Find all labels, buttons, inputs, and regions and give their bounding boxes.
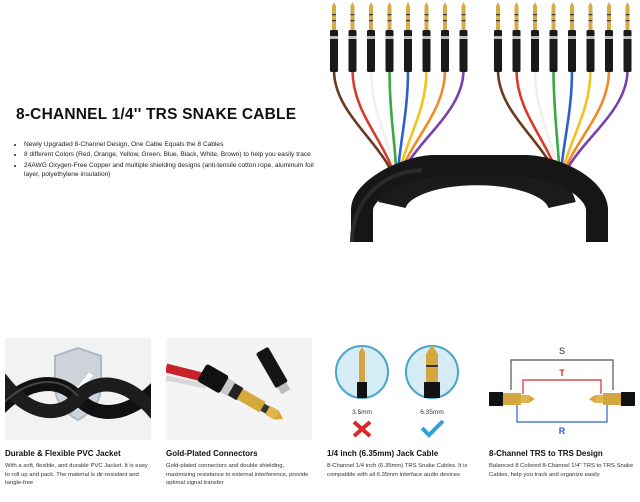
trs-connector: [367, 30, 375, 72]
trs-connector: [568, 30, 576, 72]
jack-size-image: 3.5mm 6.35mm: [327, 338, 473, 440]
gold-plug: [588, 6, 593, 30]
feature-card-gold-connectors: Gold-Plated Connectors Gold-plated conne…: [166, 338, 312, 488]
card-title: Gold-Plated Connectors: [166, 449, 258, 458]
gold-plug: [514, 6, 519, 30]
trs-connector: [422, 30, 431, 72]
gold-plug: [461, 6, 466, 30]
feature-card-trs-design: S T R 8-Channel TRS to TRS Design Balanc…: [489, 338, 635, 479]
page-title: 8-CHANNEL 1/4'' TRS SNAKE CABLE: [16, 106, 297, 123]
feature-list: Newly Upgraded 8-Channel Design, One Cab…: [14, 140, 324, 181]
gold-plug: [496, 6, 500, 30]
gold-plug: [551, 6, 556, 30]
feature-item: 8 different Colors (Red, Orange, Yellow,…: [24, 150, 324, 159]
snake-cable-image: [322, 0, 640, 243]
label-6-35mm: 6.35mm: [420, 409, 443, 416]
card-title: 1/4 inch (6.35mm) Jack Cable: [327, 449, 439, 458]
gold-plug: [369, 6, 373, 30]
trs-connector: [512, 30, 521, 72]
pvc-jacket-image: [5, 338, 151, 440]
label-3-5mm: 3.5mm: [352, 409, 372, 416]
gold-plug: [607, 6, 611, 30]
gold-plug: [533, 6, 537, 30]
card-title: Durable & Flexible PVC Jacket: [5, 449, 121, 458]
feature-item: Newly Upgraded 8-Channel Design, One Cab…: [24, 140, 324, 149]
trs-connector: [348, 30, 357, 72]
trs-connector: [531, 30, 539, 72]
cross-icon: [352, 420, 372, 438]
trs-connector: [586, 30, 595, 72]
trs-connector: [494, 30, 502, 72]
trs-connector: [623, 30, 632, 72]
feature-card-pvc-jacket: Durable & Flexible PVC Jacket With a sof…: [5, 338, 151, 488]
label-r: R: [559, 426, 566, 436]
card-text: 8-Channel 1/4 inch (6.35mm) TRS Snake Ca…: [327, 463, 468, 478]
check-icon: [420, 419, 445, 438]
feature-item: 24AWG Oxygen-Free Copper and multiple sh…: [24, 161, 324, 180]
label-s: S: [559, 346, 565, 356]
card-text: With a soft, flexible, and durable PVC J…: [5, 463, 148, 487]
gold-connector-image: [166, 338, 312, 440]
card-text: Balanced 8 Colored 8-Channel 1/4'' TRS t…: [489, 463, 634, 478]
trs-connector: [441, 30, 449, 72]
label-t: T: [559, 368, 565, 378]
trs-connector: [385, 30, 394, 72]
gold-plug: [424, 6, 429, 30]
feature-card-jack-size: 3.5mm 6.35mm 1/4 inch (6.35mm) Jack Cabl…: [327, 338, 473, 479]
trs-connector: [459, 30, 468, 72]
gold-plug: [332, 6, 336, 30]
trs-connector: [549, 30, 558, 72]
trs-connector: [330, 30, 338, 72]
card-title: 8-Channel TRS to TRS Design: [489, 449, 603, 458]
gold-plug: [443, 6, 447, 30]
gold-plug: [570, 6, 574, 30]
gold-plug: [387, 6, 392, 30]
gold-plug: [350, 6, 355, 30]
trs-connector: [404, 30, 412, 72]
trs-diagram-image: S T R: [489, 338, 635, 440]
gold-plug: [625, 6, 630, 30]
trs-connector: [605, 30, 613, 72]
gold-plug: [406, 6, 410, 30]
card-text: Gold-plated connectors and double shield…: [166, 463, 309, 487]
